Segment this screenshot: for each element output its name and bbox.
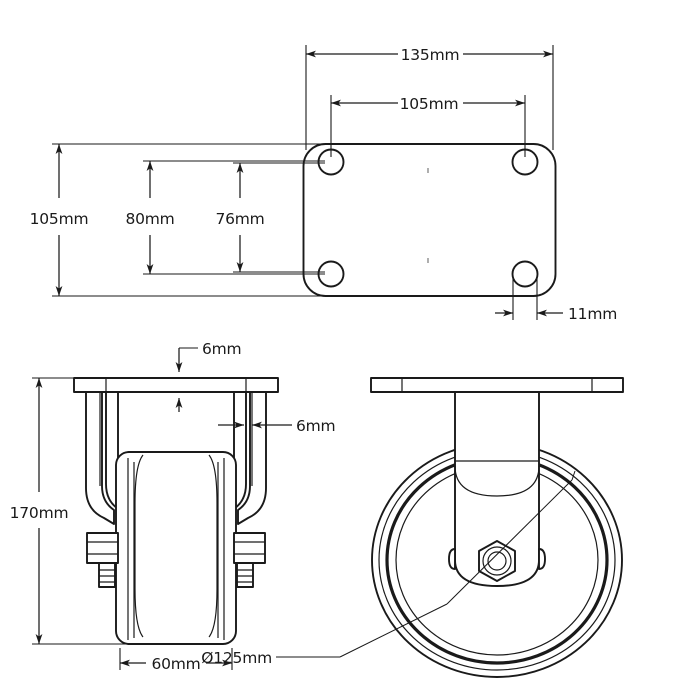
- axle-thread-right: [236, 562, 254, 588]
- dimension-hole-spacing-105: 105mm: [330, 95, 526, 157]
- hub-washer-circle: [482, 546, 512, 576]
- dimension-plate-width-105: 105mm: [30, 143, 325, 297]
- dimension-label-125mm: Ø125mm: [201, 649, 272, 667]
- top-view-mounting-plate: 135mm 105mm 105mm: [30, 45, 617, 323]
- axle-nut-right: [233, 532, 266, 564]
- axle-nut-right-facets: [234, 541, 265, 555]
- bolt-hole-bottom-right: [511, 260, 539, 288]
- dimension-label-105mm-horizontal: 105mm: [400, 95, 459, 113]
- dimension-plate-length-135: 135mm: [305, 45, 554, 150]
- diameter-leader-tail: [339, 603, 448, 658]
- hub-bore-circle: [487, 551, 507, 571]
- dimension-label-76mm: 76mm: [215, 210, 264, 228]
- wheel-hub-right-profile: [208, 454, 218, 638]
- dimension-label-11mm: 11mm: [568, 305, 617, 323]
- front-view-caster: Ø125mm: [201, 377, 624, 678]
- wheel-hub-left-profile: [134, 454, 144, 638]
- side-plate-ribs: [105, 378, 247, 392]
- dimension-wheel-diameter-125: Ø125mm: [201, 470, 576, 667]
- axle-thread-left-lines: [99, 569, 115, 583]
- dimension-hole-diameter-11: 11mm: [495, 276, 617, 323]
- fork-yoke-curve: [454, 465, 540, 497]
- axle-thread-right-lines: [237, 569, 253, 583]
- axle-cap-right: [538, 548, 546, 570]
- diameter-leader-tick: [571, 470, 576, 481]
- dimension-label-6mm-leg: 6mm: [296, 417, 335, 435]
- dimension-label-105mm-vertical: 105mm: [30, 210, 89, 228]
- axle-nut-left-facets: [87, 541, 118, 555]
- dimension-label-80mm: 80mm: [125, 210, 174, 228]
- mounting-plate-outline: [302, 143, 557, 297]
- dimension-hole-spacing-76: 76mm: [215, 162, 325, 273]
- side-plate-body: [73, 377, 279, 393]
- axle-nut-left: [86, 532, 119, 564]
- dimension-plate-thickness-6: 6mm: [175, 340, 242, 412]
- dimension-label-135mm: 135mm: [401, 46, 460, 64]
- side-view-caster: 6mm 6mm 170mm 60mm: [10, 340, 336, 673]
- front-plate-ribs: [401, 378, 593, 392]
- axle-cap-left: [448, 548, 456, 570]
- dimension-label-170mm: 170mm: [10, 504, 69, 522]
- dimension-leg-thickness-6: 6mm: [218, 417, 336, 435]
- dimension-hole-spacing-80: 80mm: [125, 160, 325, 275]
- diameter-leader-line: [446, 479, 573, 605]
- dimension-overall-height-170: 170mm: [10, 377, 126, 645]
- axle-thread-left: [98, 562, 116, 588]
- dimension-wheel-width-60: 60mm: [119, 648, 233, 673]
- front-plate-body: [370, 377, 624, 393]
- dimension-label-60mm: 60mm: [151, 655, 200, 673]
- dimension-label-6mm-plate: 6mm: [202, 340, 241, 358]
